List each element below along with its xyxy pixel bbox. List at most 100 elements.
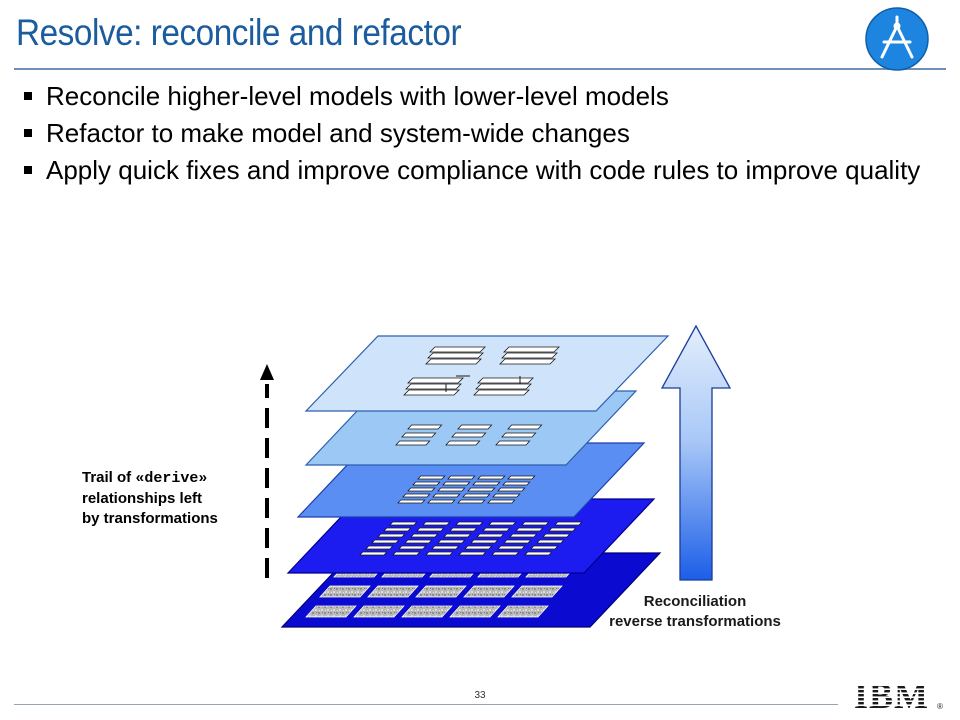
page-number: 33 xyxy=(474,690,486,701)
compass-icon xyxy=(865,7,929,71)
model-box xyxy=(425,358,482,365)
bullet-text: Refactor to make model and system-wide c… xyxy=(46,118,630,148)
model-box xyxy=(497,487,526,492)
model-box xyxy=(402,493,431,498)
model-box xyxy=(470,539,499,544)
reconciliation-label: Reconciliation reverse transformations xyxy=(570,592,820,632)
model-box xyxy=(499,358,556,365)
model-box xyxy=(422,521,451,526)
model-box xyxy=(407,487,436,492)
model-box xyxy=(457,499,486,504)
model-box xyxy=(427,352,484,359)
reconciliation-line-1: Reconciliation xyxy=(643,593,747,610)
model-box xyxy=(491,551,520,556)
model-box xyxy=(359,551,388,556)
model-box xyxy=(507,424,543,430)
model-box xyxy=(401,432,437,438)
trail-line-2: relationships left xyxy=(82,490,203,507)
reconciliation-line-2: reverse transformations xyxy=(609,613,781,630)
trail-line-prefix: Trail of xyxy=(82,469,136,486)
model-box xyxy=(371,539,400,544)
model-box xyxy=(445,440,481,446)
model-box xyxy=(507,475,536,480)
connector-line xyxy=(445,375,521,392)
model-box xyxy=(365,545,394,550)
bullet-item: Apply quick fixes and improve compliance… xyxy=(22,155,922,185)
code-tile xyxy=(449,605,501,618)
model-box xyxy=(405,383,462,390)
code-tile xyxy=(497,605,549,618)
code-tile xyxy=(415,585,467,598)
code-tile xyxy=(319,585,371,598)
model-box xyxy=(449,527,478,532)
model-box xyxy=(389,521,418,526)
code-tile xyxy=(463,585,515,598)
model-box xyxy=(467,487,496,492)
model-box xyxy=(416,527,445,532)
model-box xyxy=(443,533,472,538)
model-box xyxy=(407,424,443,430)
model-box xyxy=(457,424,493,430)
model-box xyxy=(377,533,406,538)
model-box xyxy=(530,545,559,550)
model-box xyxy=(472,481,501,486)
code-tile xyxy=(367,585,419,598)
arrow-up-icon xyxy=(660,324,732,581)
model-box xyxy=(476,533,505,538)
model-box xyxy=(429,346,486,353)
model-box xyxy=(383,527,412,532)
model-box xyxy=(501,352,558,359)
model-box xyxy=(395,440,431,446)
model-box xyxy=(492,493,521,498)
model-box xyxy=(503,346,560,353)
model-box xyxy=(427,499,456,504)
model-box xyxy=(431,545,460,550)
model-box xyxy=(437,487,466,492)
model-box xyxy=(455,521,484,526)
model-box xyxy=(521,521,550,526)
bullet-item: Reconcile higher-level models with lower… xyxy=(22,83,922,109)
model-box xyxy=(464,545,493,550)
model-box xyxy=(425,551,454,556)
model-box xyxy=(502,481,531,486)
dashed-arrow-up-icon xyxy=(260,364,274,578)
bullet-item: Refactor to make model and system-wide c… xyxy=(22,118,922,148)
model-box xyxy=(398,545,427,550)
model-box xyxy=(473,389,530,396)
footer-divider xyxy=(14,704,838,705)
model-box xyxy=(417,475,446,480)
model-box xyxy=(451,432,487,438)
model-box xyxy=(437,539,466,544)
model-box xyxy=(501,432,537,438)
bullet-marker xyxy=(24,166,32,174)
layer-1-top xyxy=(304,335,670,412)
model-box xyxy=(482,527,511,532)
model-box xyxy=(536,539,565,544)
model-box xyxy=(404,539,433,544)
model-box xyxy=(397,499,426,504)
code-tile xyxy=(353,605,405,618)
ibm-logo-text: IBM xyxy=(854,678,929,716)
model-box xyxy=(515,527,544,532)
model-box xyxy=(488,521,517,526)
derive-stereotype: «derive» xyxy=(135,470,208,487)
registered-mark: ® xyxy=(937,702,943,711)
model-box xyxy=(412,481,441,486)
bullet-text: Apply quick fixes and improve compliance… xyxy=(46,155,921,185)
bullet-marker xyxy=(24,92,32,100)
model-box xyxy=(442,481,471,486)
model-box xyxy=(475,383,532,390)
code-tile xyxy=(401,605,453,618)
model-box xyxy=(458,551,487,556)
slide-title: Resolve: reconcile and refactor xyxy=(16,12,462,53)
model-box xyxy=(542,533,571,538)
model-box xyxy=(410,533,439,538)
code-tile xyxy=(511,585,563,598)
bullet-marker xyxy=(24,129,32,137)
model-box xyxy=(548,527,577,532)
model-box xyxy=(432,493,461,498)
trail-line-3: by transformations xyxy=(82,510,218,527)
bullet-list: Reconcile higher-level models with lower… xyxy=(22,83,922,195)
model-box xyxy=(447,475,476,480)
